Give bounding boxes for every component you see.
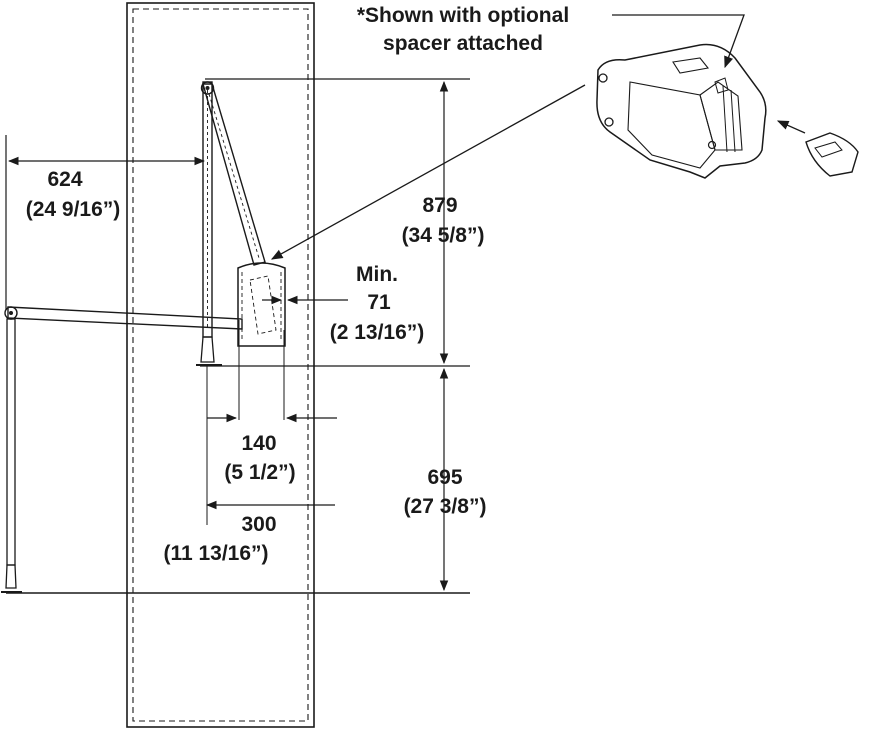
min-gap-imperial-label: (2 13/16”) [330,321,425,344]
lower-height-metric-label: 695 [427,466,462,489]
leader-lines [270,14,806,260]
upper-height-metric-label: 879 [422,194,457,217]
reference-lines [5,78,470,594]
unit-width-imperial-label: (5 1/2”) [224,461,295,484]
note-line-2: spacer attached [383,32,543,55]
mount-width-metric-label: 300 [241,513,276,536]
spacer-detail-illustration [596,43,767,179]
reach-imperial-label: (24 9/16”) [26,198,121,221]
dimension-lines [7,80,449,592]
min-gap-prefix-label: Min. [356,263,398,286]
spacer-clip [805,132,859,177]
unit-width-metric-label: 140 [241,432,276,455]
lift-mechanism [196,81,286,366]
lower-height-imperial-label: (27 3/8”) [404,495,487,518]
min-gap-metric-label: 71 [367,291,391,314]
mount-width-imperial-label: (11 13/16”) [163,542,268,565]
upper-height-imperial-label: (34 5/8”) [402,224,485,247]
hanging-rod [1,306,243,593]
note-line-1: *Shown with optional [357,4,569,27]
reach-metric-label: 624 [47,168,82,191]
cabinet-side-panel [126,2,315,728]
